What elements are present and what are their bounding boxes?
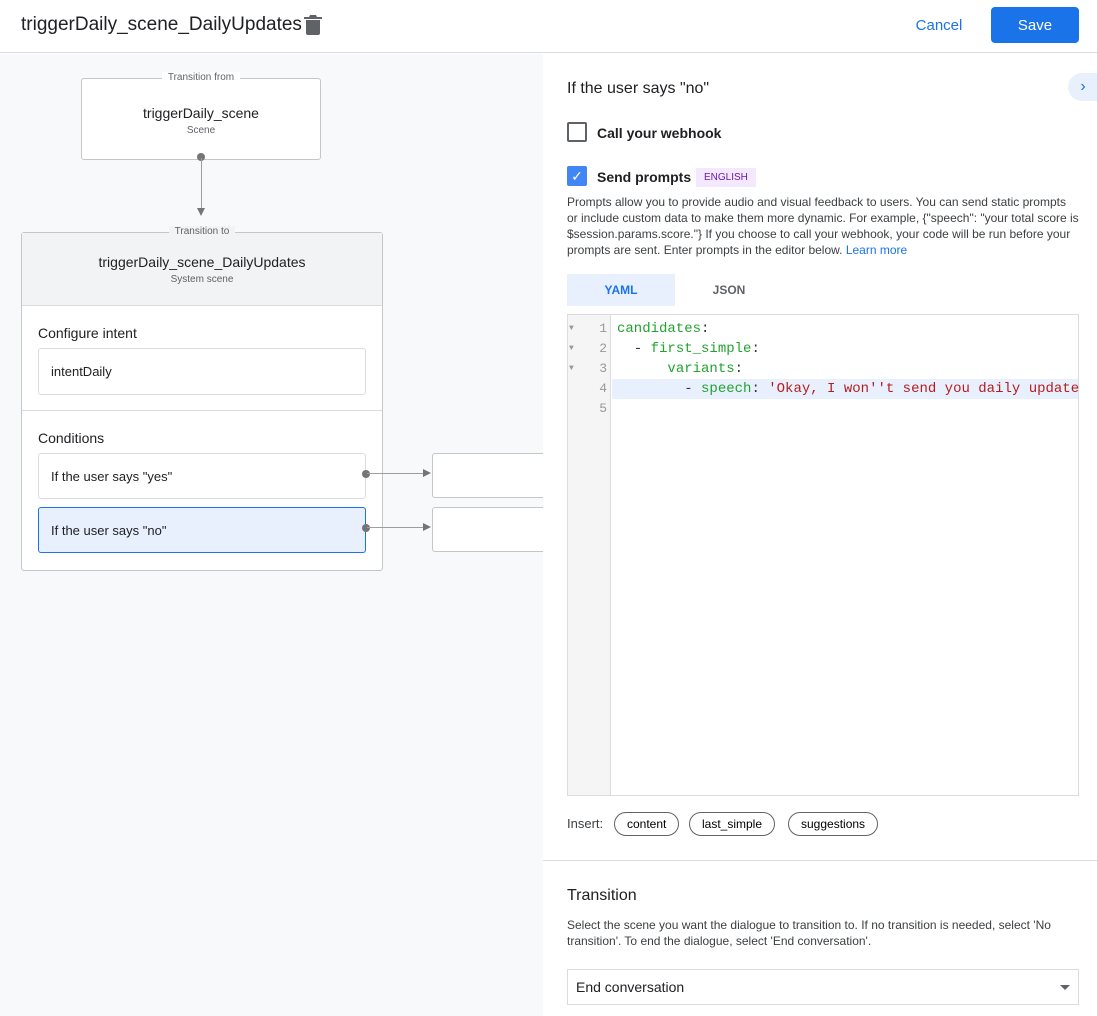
transition-heading: Transition — [567, 887, 637, 904]
configure-intent-heading: Configure intent — [38, 325, 137, 341]
line-number: 1 — [599, 321, 607, 336]
connector-line — [201, 158, 202, 208]
chevron-right-icon: › — [1080, 78, 1086, 95]
node-caption: Transition to — [168, 226, 236, 237]
check-icon: ✓ — [571, 168, 583, 184]
connector-line — [367, 527, 425, 528]
fold-icon[interactable]: ▼ — [569, 344, 574, 353]
tab-yaml[interactable]: YAML — [567, 274, 675, 306]
insert-suggestions-chip[interactable]: suggestions — [788, 812, 879, 836]
send-prompts-checkbox[interactable]: ✓ — [567, 166, 587, 186]
transition-from-node[interactable]: Transition from triggerDaily_scene Scene — [81, 72, 321, 160]
code-line: candidates: — [617, 321, 710, 337]
code-line: variants: — [667, 361, 744, 377]
tab-json[interactable]: JSON — [712, 283, 746, 297]
divider — [22, 410, 382, 411]
send-prompts-label: Send prompts — [597, 169, 692, 185]
save-button[interactable]: Save — [991, 7, 1079, 43]
prompts-description: Prompts allow you to provide audio and v… — [567, 194, 1079, 258]
connector-dot — [362, 470, 370, 478]
code-editor[interactable]: ▼ 1 ▼ 2 ▼ 3 4 5 candidates: - first_simple:… — [567, 314, 1079, 796]
webhook-label: Call your webhook — [597, 125, 722, 141]
fold-icon[interactable]: ▼ — [569, 364, 574, 373]
line-number: 2 — [599, 341, 607, 356]
top-bar: triggerDaily_scene_DailyUpdates Cancel S… — [0, 0, 1097, 53]
collapse-panel-button[interactable]: › — [1068, 73, 1097, 101]
code-line: - first_simple: — [617, 341, 760, 357]
webhook-checkbox[interactable] — [567, 122, 587, 142]
scene-type: System scene — [170, 274, 234, 285]
line-number: 5 — [599, 401, 607, 416]
node-caption: Transition from — [161, 72, 241, 83]
scene-name: triggerDaily_scene_DailyUpdates — [98, 254, 306, 270]
connector-dot — [362, 524, 370, 532]
trash-icon[interactable] — [304, 15, 322, 35]
intent-field[interactable]: intentDaily — [38, 348, 366, 395]
conditions-heading: Conditions — [38, 430, 105, 446]
line-number: 4 — [599, 381, 607, 396]
description-text: Prompts allow you to provide audio and v… — [567, 195, 1079, 257]
transition-select[interactable]: End conversation — [567, 969, 1079, 1005]
scene-type: Scene — [186, 125, 216, 136]
insert-content-chip[interactable]: content — [614, 812, 680, 836]
page-title: triggerDaily_scene_DailyUpdates — [21, 14, 302, 35]
arrow-right-icon — [423, 523, 435, 531]
active-line-highlight — [612, 379, 1078, 399]
fold-icon[interactable]: ▼ — [569, 324, 574, 333]
scene-name: triggerDaily_scene — [143, 105, 259, 121]
learn-more-link[interactable]: Learn more — [845, 243, 908, 257]
arrow-down-icon — [197, 208, 205, 220]
details-panel — [543, 54, 1097, 1016]
condition-yes[interactable]: If the user says "yes" — [38, 453, 366, 499]
editor-gutter: ▼ 1 ▼ 2 ▼ 3 4 5 — [568, 315, 611, 795]
flow-canvas[interactable]: Transition from triggerDaily_scene Scene… — [0, 54, 543, 1016]
panel-heading: If the user says "no" — [567, 80, 710, 97]
line-number: 3 — [599, 361, 607, 376]
condition-no[interactable]: If the user says "no" — [38, 507, 366, 553]
arrow-right-icon — [423, 469, 435, 477]
transition-to-node[interactable]: Transition to triggerDaily_scene_DailyUp… — [21, 226, 383, 571]
divider — [543, 860, 1097, 861]
insert-last-simple-chip[interactable]: last_simple — [689, 812, 776, 836]
connector-line — [367, 473, 425, 474]
transition-description: Select the scene you want the dialogue t… — [567, 918, 1051, 948]
language-badge: ENGLISH — [696, 168, 756, 187]
insert-label: Insert: — [567, 816, 604, 831]
connector-dot — [197, 153, 205, 161]
target-node-yes[interactable] — [432, 453, 543, 498]
code-line: - speech: 'Okay, I won''t send you daily… — [617, 381, 1080, 397]
cancel-button[interactable]: Cancel — [904, 8, 974, 42]
target-node-no[interactable] — [432, 507, 543, 552]
